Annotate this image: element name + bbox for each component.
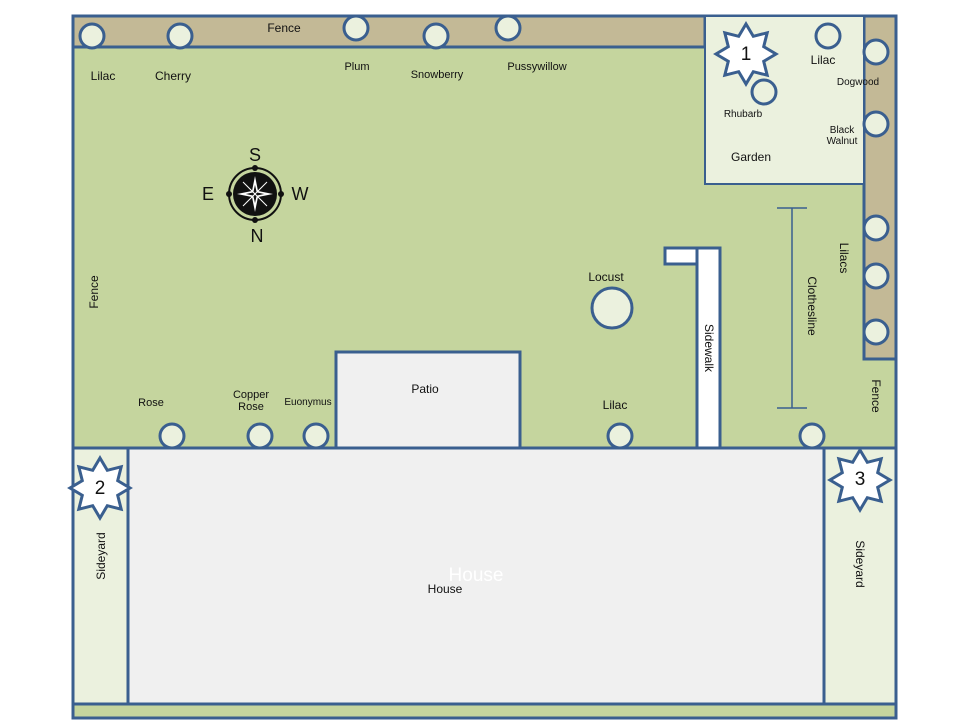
bottom-strip <box>71 702 898 720</box>
tree-rhubarb <box>750 78 778 106</box>
clothesline-label: Clothesline <box>805 276 819 336</box>
marker-star-1 <box>713 21 779 87</box>
tree-black-walnut <box>862 110 890 138</box>
house <box>126 446 826 706</box>
tree-lilac-garden <box>814 22 842 50</box>
sideyard-left-label: Sideyard <box>94 532 108 580</box>
sidewalk-label: Sidewalk <box>702 323 716 373</box>
dogwood-label: Dogwood <box>836 77 880 88</box>
marker-star-2 <box>67 455 133 521</box>
marker-2-number: 2 <box>94 478 106 499</box>
shrub-lilac-bottom <box>606 422 634 450</box>
lilacs-label: Lilacs <box>837 242 851 274</box>
tree-lilacs-1 <box>862 214 890 242</box>
clothesline <box>777 207 807 409</box>
fence-left-label: Fence <box>87 275 101 309</box>
rhubarb-label: Rhubarb <box>723 109 763 120</box>
lilac-bottom-label: Lilac <box>602 398 628 412</box>
rose-label: Rose <box>138 397 164 409</box>
black-walnut-label: Black Walnut <box>826 125 858 147</box>
shrub-right-corner <box>798 422 826 450</box>
shrub-rose <box>158 422 186 450</box>
plum-label: Plum <box>344 61 370 73</box>
shrub-copper-rose <box>246 422 274 450</box>
patio <box>334 350 522 450</box>
lilac-garden-label: Lilac <box>810 53 836 67</box>
fence-right-label: Fence <box>869 379 883 413</box>
tree-snowberry <box>422 22 450 50</box>
tree-cherry <box>166 22 194 50</box>
tree-plum <box>342 14 370 42</box>
pussywillow-label: Pussywillow <box>507 61 567 73</box>
snowberry-label: Snowberry <box>410 69 464 81</box>
locust-label: Locust <box>588 270 624 284</box>
compass-n-label: N <box>250 226 264 246</box>
compass-w-label: W <box>291 184 309 204</box>
marker-star-3 <box>827 447 893 513</box>
garden-label: Garden <box>730 150 772 164</box>
right-fence <box>862 14 898 361</box>
tree-locust <box>590 286 634 330</box>
fence-top-label: Fence <box>267 21 301 35</box>
compass-e-label: E <box>201 184 215 204</box>
shrub-euonymus <box>302 422 330 450</box>
compass-s-label: S <box>248 145 262 165</box>
patio-label: Patio <box>411 382 439 396</box>
marker-1-number: 1 <box>740 44 752 65</box>
house-label: House <box>427 582 463 596</box>
compass-icon <box>226 165 284 223</box>
tree-lilac-top <box>78 22 106 50</box>
euonymus-label: Euonymus <box>284 397 332 408</box>
tree-lilacs-3 <box>862 318 890 346</box>
tree-dogwood <box>862 38 890 66</box>
marker-3-number: 3 <box>854 469 866 490</box>
lilac-top-label: Lilac <box>90 69 116 83</box>
cherry-label: Cherry <box>154 69 192 83</box>
house-ghost-label: House <box>448 565 504 586</box>
copper-rose-label: Copper Rose <box>232 389 270 414</box>
tree-lilacs-2 <box>862 262 890 290</box>
tree-pussywillow <box>494 14 522 42</box>
sidewalk-stub <box>663 246 699 266</box>
sideyard-right-label: Sideyard <box>853 540 867 588</box>
